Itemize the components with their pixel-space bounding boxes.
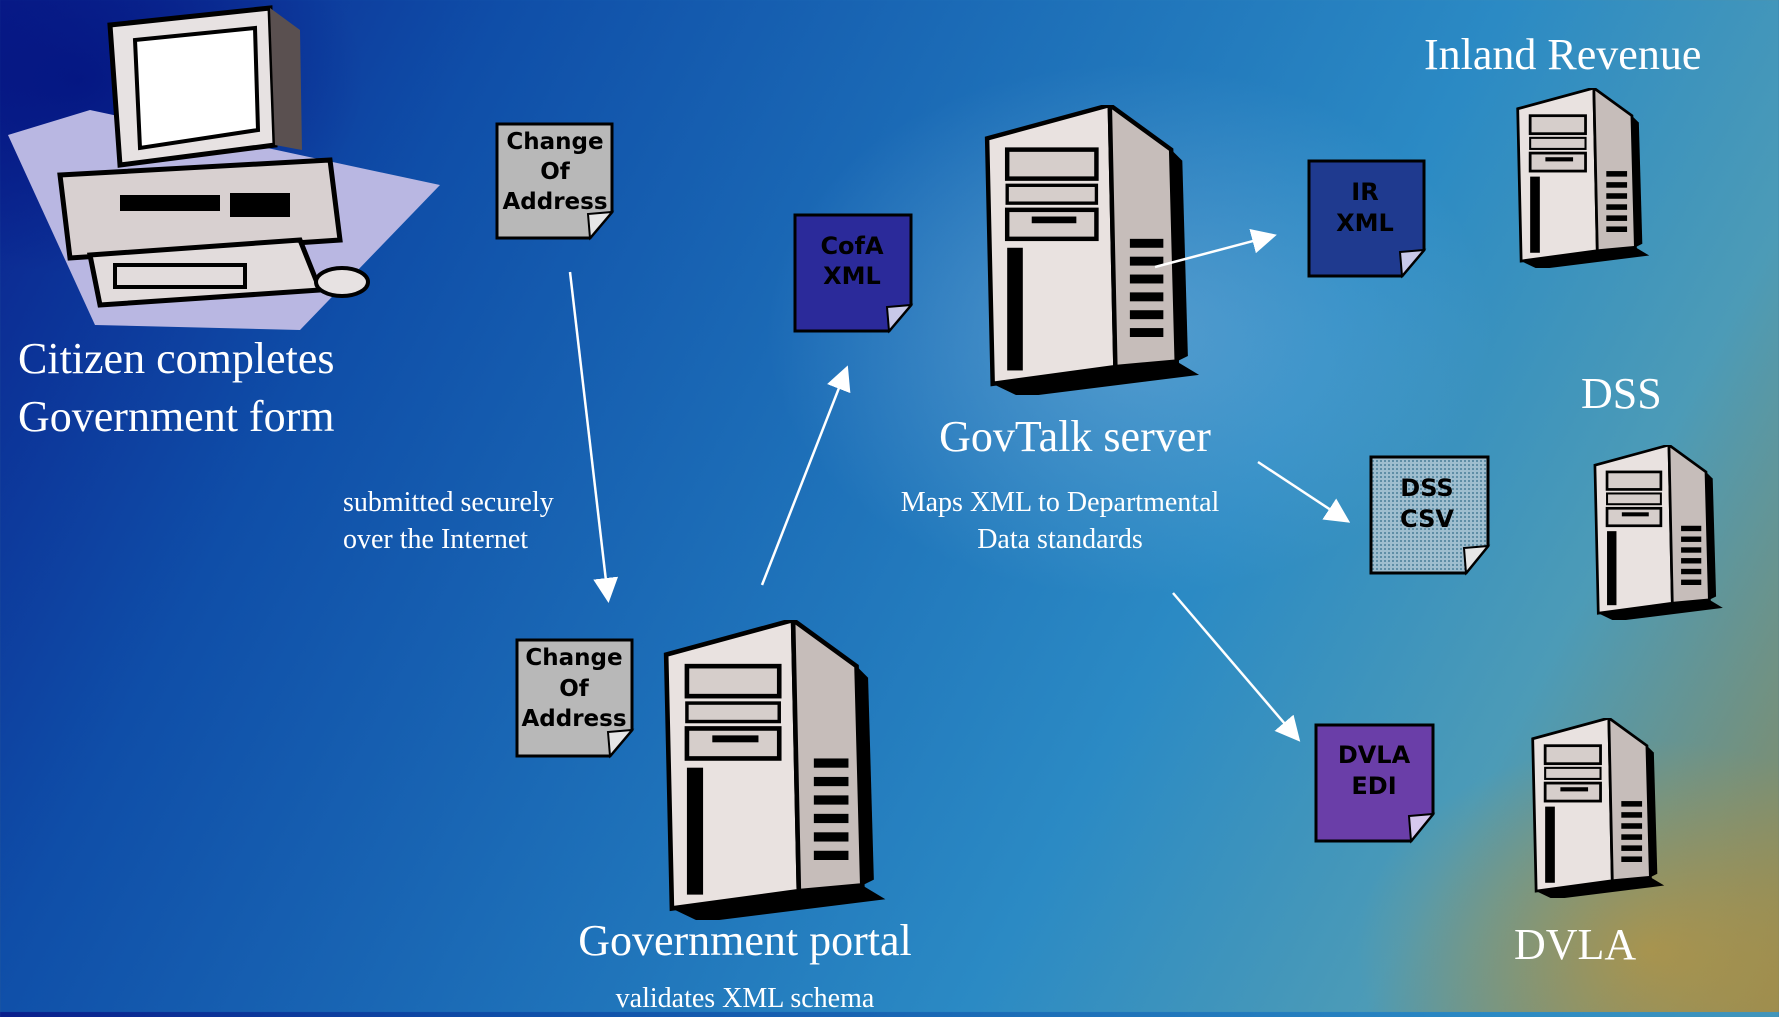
inland-revenue-server-icon: [1516, 88, 1651, 268]
portal-title: Government portal: [578, 916, 912, 965]
portal-subtitle: validates XML schema: [615, 983, 875, 1014]
dss-line-1: DSS: [1400, 474, 1453, 502]
arrow-form-to-portal: [568, 271, 619, 603]
citizen-caption-line-1: Citizen completes: [18, 334, 335, 383]
arrow-govtalk-to-dss: [1257, 460, 1351, 523]
cofa-line-2: XML: [823, 262, 881, 290]
dvla-server-icon: [1531, 718, 1666, 898]
form-portal-line-1: Change: [525, 645, 622, 671]
cofa-line-1: CofA: [820, 232, 884, 260]
form-top-line-3: Address: [502, 189, 607, 215]
govtalk-description: Maps XML to Departmental Data standards: [860, 484, 1260, 558]
arrow-govtalk-to-dvla: [1172, 592, 1301, 742]
citizen-caption: Citizen completes Government form: [18, 330, 334, 446]
cofa-xml-document: CofA XML: [793, 213, 914, 334]
dvla-label: DVLA: [1514, 920, 1637, 969]
dss-server-icon: [1593, 445, 1725, 620]
govtalk-description-line-1: Maps XML to Departmental: [900, 487, 1220, 518]
change-of-address-form-portal: Change Of Address: [515, 638, 635, 759]
transfer-caption-line-1: submitted securely: [343, 487, 554, 518]
dss-csv-document: DSS CSV: [1369, 455, 1491, 576]
dvla-line-1: DVLA: [1338, 741, 1411, 769]
ir-line-1: IR: [1351, 178, 1378, 206]
transfer-caption: submitted securely over the Internet: [343, 484, 554, 558]
govtalk-description-line-2: Data standards: [977, 524, 1143, 555]
form-portal-line-2: Of: [559, 676, 590, 702]
ir-xml-document: IR XML: [1307, 159, 1427, 279]
computer-icon: [8, 5, 440, 330]
dvla-edi-document: DVLA EDI: [1314, 723, 1436, 844]
dss-line-2: CSV: [1400, 505, 1454, 533]
flow-arrows: [568, 229, 1351, 742]
inland-revenue-label: Inland Revenue: [1424, 30, 1702, 79]
arrow-govtalk-to-ir: [1154, 229, 1277, 269]
change-of-address-form-top: Change Of Address: [495, 122, 615, 241]
transfer-caption-line-2: over the Internet: [343, 524, 529, 555]
arrow-portal-to-govtalk: [760, 365, 851, 586]
form-portal-line-3: Address: [521, 706, 626, 732]
govtalk-server-icon: [987, 105, 1199, 397]
ir-line-2: XML: [1336, 209, 1394, 237]
govtalk-title: GovTalk server: [939, 412, 1211, 461]
form-top-line-1: Change: [506, 129, 603, 155]
form-top-line-2: Of: [540, 159, 571, 185]
citizen-caption-line-2: Government form: [18, 392, 335, 441]
portal-server-icon: [666, 620, 885, 922]
dvla-line-2: EDI: [1351, 772, 1396, 800]
dss-label: DSS: [1581, 369, 1662, 418]
